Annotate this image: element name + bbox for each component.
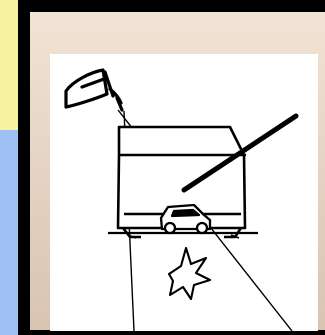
blind-spot-illustration bbox=[50, 54, 318, 331]
blind-spot-svg bbox=[50, 54, 318, 331]
car-window bbox=[172, 210, 199, 216]
car-wheel-left bbox=[165, 223, 175, 233]
car-wheel-right bbox=[197, 223, 207, 233]
